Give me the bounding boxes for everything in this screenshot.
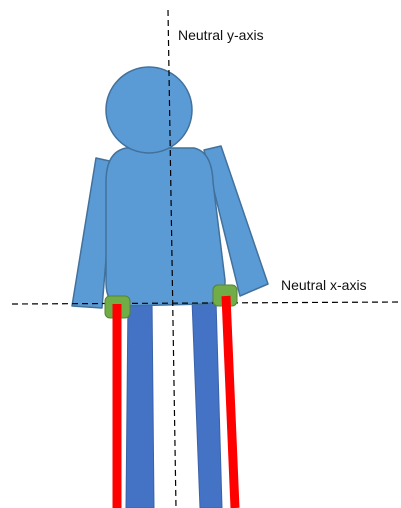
neutral-y-axis-label: Neutral y-axis bbox=[178, 27, 264, 43]
right-leg-reference-line bbox=[226, 296, 235, 508]
head bbox=[106, 67, 192, 153]
torso bbox=[106, 148, 225, 306]
right-leg bbox=[192, 300, 222, 508]
left-leg bbox=[126, 300, 154, 508]
neutral-x-axis-label: Neutral x-axis bbox=[281, 277, 367, 293]
